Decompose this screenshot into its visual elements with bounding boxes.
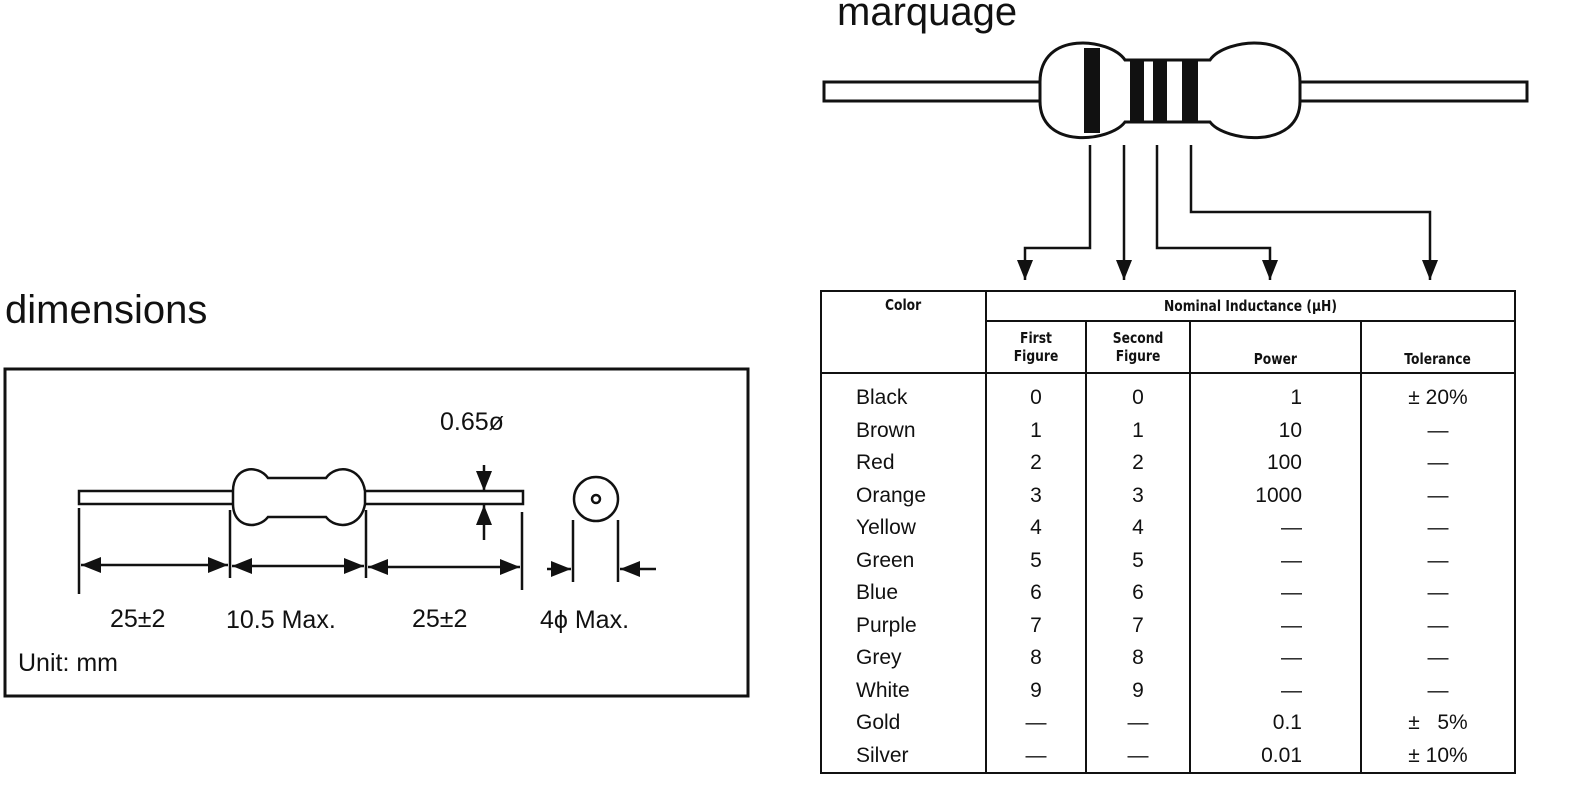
cell-tolerance: — [1360, 447, 1516, 480]
cell-first: 8 [985, 642, 1087, 675]
cell-second: — [1085, 706, 1191, 740]
cell-color: White [820, 674, 987, 707]
cell-color: Brown [820, 414, 987, 448]
cell-power: 1000 [1189, 479, 1362, 513]
header-color: Color [820, 290, 987, 374]
cell-first: 3 [985, 479, 1087, 513]
cell-second: 5 [1085, 544, 1191, 578]
cell-second: 3 [1085, 479, 1191, 513]
cell-color: Red [820, 447, 987, 480]
cell-power: 0.1 [1189, 706, 1362, 740]
cell-power: 100 [1189, 447, 1362, 480]
band-4 [1182, 60, 1198, 122]
cell-first: 6 [985, 577, 1087, 610]
cell-tolerance: ± 10% [1360, 739, 1516, 773]
cell-second: 8 [1085, 642, 1191, 675]
inductor-marking-drawing [822, 41, 1529, 140]
color-code-table: Color Nominal Inductance (µH) First Figu… [820, 290, 1516, 774]
lead-diameter-label: 0.65ø [440, 408, 504, 436]
header-first-figure: First Figure [985, 320, 1087, 374]
band-arrows [1017, 145, 1438, 280]
lead-length-left-label: 25±2 [110, 605, 165, 633]
band-3 [1153, 60, 1167, 122]
cell-power: — [1189, 544, 1362, 578]
cell-first: 7 [985, 609, 1087, 642]
cell-first: 9 [985, 674, 1087, 707]
cell-second: 4 [1085, 512, 1191, 545]
marking-title: marquage [837, 0, 1018, 34]
cell-color: Purple [820, 609, 987, 642]
cell-power: — [1189, 577, 1362, 610]
cell-color: Black [820, 373, 987, 415]
dimensions-title: dimensions [5, 288, 208, 332]
cell-tolerance: — [1360, 512, 1516, 545]
cell-second: 9 [1085, 674, 1191, 707]
body-length-label: 10.5 Max. [226, 606, 336, 634]
table-row: Silver——0.01± 10% [820, 739, 1516, 773]
cell-power: 1 [1189, 373, 1362, 415]
lead-length-right-label: 25±2 [412, 605, 467, 633]
cell-tolerance: — [1360, 414, 1516, 448]
cell-color: Grey [820, 642, 987, 675]
cell-tolerance: — [1360, 642, 1516, 675]
cell-tolerance: ± 20% [1360, 373, 1516, 415]
cell-tolerance: — [1360, 674, 1516, 707]
cell-color: Blue [820, 577, 987, 610]
cell-power: — [1189, 674, 1362, 707]
cell-power: — [1189, 642, 1362, 675]
cell-tolerance: — [1360, 544, 1516, 578]
cell-color: Green [820, 544, 987, 578]
cell-color: Gold [820, 706, 987, 740]
band-1 [1084, 48, 1100, 133]
cell-second: 2 [1085, 447, 1191, 480]
cell-first: — [985, 706, 1087, 740]
dimensions-drawing [3, 367, 750, 698]
cell-color: Yellow [820, 512, 987, 545]
cell-tolerance: ± 5% [1360, 706, 1516, 740]
cell-first: 0 [985, 373, 1087, 415]
cell-second: 1 [1085, 414, 1191, 448]
cell-first: 1 [985, 414, 1087, 448]
cell-second: — [1085, 739, 1191, 773]
cell-power: 10 [1189, 414, 1362, 448]
cell-second: 7 [1085, 609, 1191, 642]
cell-first: 2 [985, 447, 1087, 480]
cell-power: — [1189, 609, 1362, 642]
cell-first: — [985, 739, 1087, 773]
cell-tolerance: — [1360, 479, 1516, 513]
band-2 [1130, 60, 1144, 122]
header-second-figure: Second Figure [1085, 320, 1191, 374]
cell-first: 4 [985, 512, 1087, 545]
header-tolerance: Tolerance [1360, 320, 1516, 374]
header-nominal-inductance: Nominal Inductance (µH) [985, 290, 1516, 322]
table-row: Gold——0.1± 5% [820, 706, 1516, 740]
cell-second: 0 [1085, 373, 1191, 415]
cell-tolerance: — [1360, 609, 1516, 642]
cell-color: Orange [820, 479, 987, 513]
body-diameter-label: 4ϕ Max. [540, 606, 629, 634]
cell-first: 5 [985, 544, 1087, 578]
unit-label: Unit: mm [18, 649, 118, 677]
header-power: Power [1189, 320, 1362, 374]
cell-power: 0.01 [1189, 739, 1362, 773]
cell-tolerance: — [1360, 577, 1516, 610]
cell-second: 6 [1085, 577, 1191, 610]
cell-power: — [1189, 512, 1362, 545]
cell-color: Silver [820, 739, 987, 773]
